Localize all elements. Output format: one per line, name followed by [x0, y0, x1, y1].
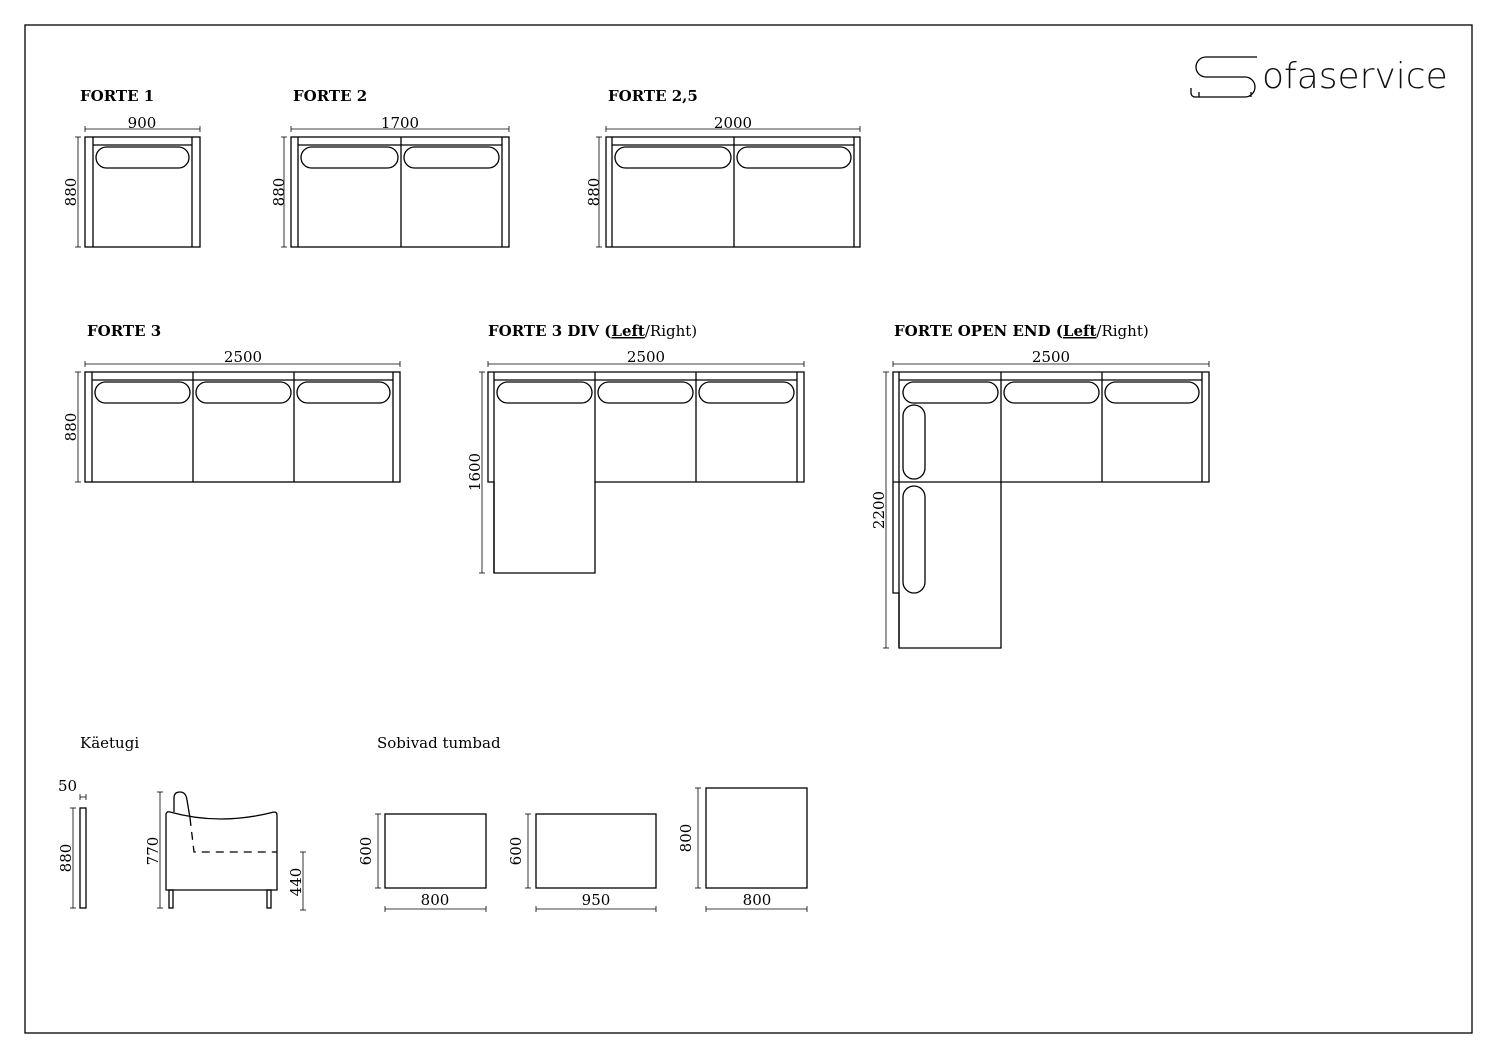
sofa-outline	[605, 136, 861, 248]
dim-seat-height: 440	[287, 868, 305, 897]
cushion	[496, 381, 593, 404]
table-3	[705, 787, 808, 889]
sheet-border	[24, 24, 1473, 1034]
dim-table-2-width: 950	[582, 891, 611, 909]
title-armrest: Käetugi	[80, 734, 139, 752]
dim-table-3-width: 800	[743, 891, 772, 909]
dim-open-end-width: 2500	[1032, 348, 1070, 366]
dim-forte-2-depth: 880	[270, 178, 288, 207]
dim-forte-1-width: 900	[128, 114, 157, 132]
cushion	[1003, 381, 1100, 404]
cushion	[1104, 381, 1200, 404]
dim-table-1-width: 800	[421, 891, 450, 909]
sofa-side-profile	[165, 811, 278, 891]
cushion	[95, 146, 190, 169]
dim-forte-2-width: 1700	[381, 114, 419, 132]
sofa-side-back	[173, 791, 191, 819]
dim-open-end-depth: 2200	[870, 491, 888, 529]
title-forte-2-5: FORTE 2,5	[608, 87, 698, 105]
dim-table-1-depth: 600	[357, 837, 375, 866]
dim-forte-3-div-depth: 1600	[466, 453, 484, 491]
dim-table-2-depth: 600	[507, 837, 525, 866]
cushion	[597, 381, 694, 404]
title-forte-1: FORTE 1	[80, 87, 154, 105]
cushion	[902, 485, 926, 594]
dim-forte-3-div-width: 2500	[627, 348, 665, 366]
table-1	[384, 813, 487, 889]
title-forte-2: FORTE 2	[293, 87, 367, 105]
cushion	[614, 146, 732, 169]
sofa-outline	[892, 371, 1210, 649]
cushion	[300, 146, 399, 169]
cushion	[736, 146, 852, 169]
dim-forte-3-depth: 880	[62, 413, 80, 442]
title-tables: Sobivad tumbad	[377, 734, 501, 752]
cushion	[296, 381, 391, 404]
sofa-drawings	[70, 126, 1210, 912]
sofa-outline	[487, 371, 805, 574]
cushion	[902, 381, 999, 404]
armrest-side-view	[79, 791, 278, 909]
armrest-plank	[79, 807, 87, 909]
sofaservice-logo: ofaservice	[1190, 56, 1448, 98]
cushion	[403, 146, 500, 169]
cushion	[195, 381, 292, 404]
dim-table-3-depth: 800	[677, 824, 695, 853]
sofa-outline	[84, 371, 401, 483]
sofa-leg-back	[266, 889, 272, 909]
title-forte-3: FORTE 3	[87, 322, 161, 340]
dim-armrest-thickness: 50	[58, 777, 77, 795]
dim-armrest-length: 880	[57, 844, 75, 873]
title-forte-3-div: FORTE 3 DIV (Left/Right)	[488, 322, 697, 340]
dim-forte-3-width: 2500	[224, 348, 262, 366]
sofa-outline	[84, 136, 201, 248]
table-2	[535, 813, 657, 889]
sofa-outline	[290, 136, 510, 248]
cushion	[902, 404, 926, 480]
seat-dashed-line	[189, 817, 277, 853]
dim-forte-2-5-depth: 880	[585, 178, 603, 207]
cushion	[698, 381, 795, 404]
dim-forte-2-5-width: 2000	[714, 114, 752, 132]
title-forte-open-end: FORTE OPEN END (Left/Right)	[894, 322, 1149, 340]
cushion	[94, 381, 191, 404]
logo-text: ofaservice	[1262, 56, 1448, 97]
dim-forte-1-depth: 880	[62, 178, 80, 207]
sofa-leg-front	[168, 889, 174, 909]
dim-armrest-height: 770	[144, 837, 162, 866]
